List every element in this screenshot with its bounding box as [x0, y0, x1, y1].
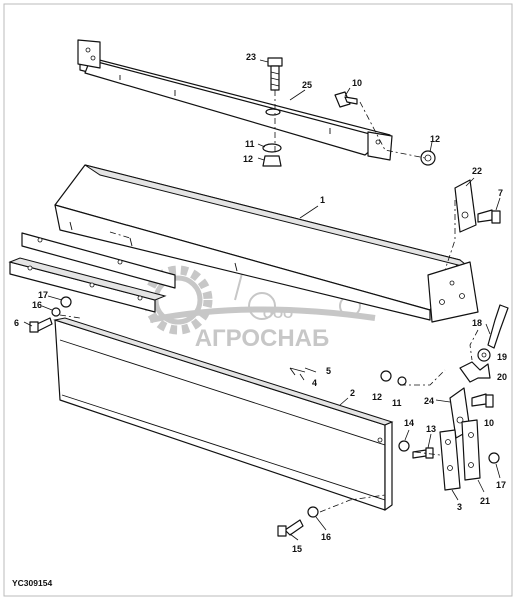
part-17-nut-left	[60, 296, 72, 308]
callout-25: 25	[302, 80, 312, 90]
part-2-front-plate	[53, 317, 394, 511]
callout-4: 4	[312, 378, 317, 388]
part-12-nut-middle	[380, 370, 392, 382]
callout-15: 15	[292, 544, 302, 554]
callout-16-left: 16	[32, 300, 42, 310]
assembly-center-lines	[59, 90, 479, 513]
callout-10-lower: 10	[484, 418, 494, 428]
part-13-bolt	[412, 447, 434, 459]
part-19-washer	[477, 348, 491, 362]
part-23-bolt	[267, 57, 283, 91]
part-18-lever	[487, 304, 509, 349]
part-12-nut-upper-left	[262, 155, 282, 167]
part-1-main-trough	[54, 164, 479, 323]
washer-under-bolt-23	[265, 108, 281, 116]
part-15-bolt	[277, 519, 304, 537]
part-11-washer-middle	[397, 376, 407, 386]
callout-22: 22	[472, 166, 482, 176]
part-12-nut-upper-right	[420, 150, 436, 166]
callout-10-upper: 10	[352, 78, 362, 88]
callout-3: 3	[457, 502, 462, 512]
callout-12-upper-left: 12	[243, 154, 253, 164]
part-4-pin	[289, 367, 306, 376]
callout-17-left: 17	[38, 290, 48, 300]
callout-2: 2	[350, 388, 355, 398]
callout-17-right: 17	[496, 480, 506, 490]
callout-5: 5	[326, 366, 331, 376]
callout-18: 18	[472, 318, 482, 328]
part-7-bolt	[477, 209, 501, 224]
part-16-washer-left	[51, 307, 61, 317]
callout-24: 24	[424, 396, 434, 406]
part-21-plate	[461, 419, 481, 481]
callout-12-middle: 12	[372, 392, 382, 402]
callout-21: 21	[480, 496, 490, 506]
callout-11-middle: 11	[392, 398, 402, 408]
callout-1: 1	[320, 195, 325, 205]
callout-11-upper: 11	[245, 139, 255, 149]
part-10-lower-bolt	[471, 393, 494, 408]
watermark-swoosh	[149, 306, 376, 323]
callout-6: 6	[14, 318, 19, 328]
callout-13: 13	[426, 424, 436, 434]
callout-12-upper-right: 12	[430, 134, 440, 144]
callout-14: 14	[404, 418, 414, 428]
callout-23: 23	[246, 52, 256, 62]
figure-id: YC309154	[12, 578, 52, 588]
part-14-washer	[398, 440, 410, 452]
diagram-border	[3, 3, 513, 597]
part-3-plate	[439, 429, 461, 491]
part-6-bolt	[29, 317, 53, 333]
watermark-line1: ООО	[263, 306, 293, 321]
part-16-washer-bottom	[307, 506, 319, 518]
left-angle-strips	[8, 232, 176, 313]
watermark-line2: АГРОСНАБ	[195, 325, 330, 352]
part-20-wing-nut	[459, 361, 491, 383]
callout-16-bottom: 16	[321, 532, 331, 542]
part-22-bracket	[454, 179, 477, 233]
leader-lines	[23, 59, 501, 541]
callout-labels: 23 25 10 11 12 12 1 22 7 17 16 6 18 19 2…	[14, 52, 507, 554]
callout-19: 19	[497, 352, 507, 362]
callout-7: 7	[498, 188, 503, 198]
part-17-nut-right	[488, 452, 500, 464]
part-10-upper-bolt	[334, 91, 358, 108]
part-25-top-beam	[77, 39, 393, 161]
callout-20: 20	[497, 372, 507, 382]
part-11-washer-upper	[262, 143, 282, 153]
